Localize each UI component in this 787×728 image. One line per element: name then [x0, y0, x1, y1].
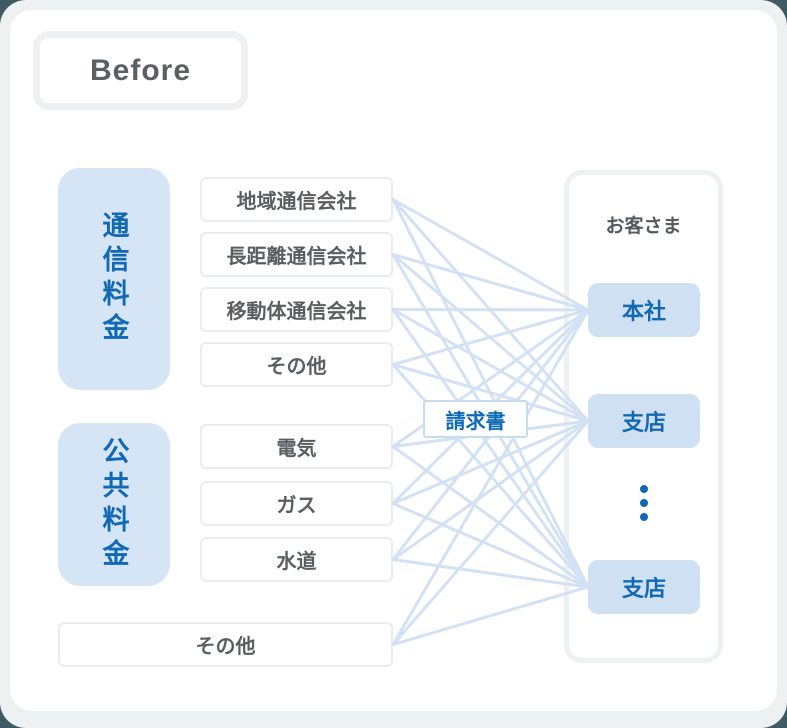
- customer-node-branch-2: 支店: [588, 560, 700, 614]
- provider-label: ガス: [276, 495, 317, 517]
- customer-node-label: 本社: [621, 299, 666, 324]
- dot-icon: [640, 485, 648, 493]
- before-badge-label: Before: [89, 53, 192, 87]
- provider-label: その他: [266, 356, 327, 378]
- customer-panel-title: お客さま: [605, 216, 682, 237]
- category-telecom-label: 通信料金: [98, 211, 129, 347]
- provider-box-regional-telecom: 地域通信会社: [200, 177, 393, 222]
- invoice-badge-label: 請求書: [445, 410, 506, 433]
- provider-box-gas: ガス: [200, 481, 393, 526]
- provider-label: 移動体通信会社: [226, 301, 367, 323]
- provider-box-mobile-telecom: 移動体通信会社: [200, 287, 393, 332]
- provider-label: 電気: [276, 438, 317, 460]
- dot-icon: [640, 499, 648, 507]
- dot-icon: [640, 513, 648, 521]
- customer-node-label: 支店: [621, 410, 666, 435]
- provider-label: 地域通信会社: [236, 191, 357, 213]
- customer-node-label: 支店: [621, 576, 666, 601]
- invoice-badge: 請求書: [423, 400, 528, 438]
- category-utility-label: 公共料金: [98, 436, 129, 573]
- provider-label: 長距離通信会社: [226, 246, 367, 268]
- provider-label: 水道: [276, 551, 317, 573]
- category-telecom: 通信料金: [58, 168, 170, 390]
- provider-box-telecom-other: その他: [200, 342, 393, 387]
- provider-box-long-distance-telecom: 長距離通信会社: [200, 232, 393, 277]
- provider-box-water: 水道: [200, 537, 393, 582]
- provider-label: その他: [195, 636, 256, 658]
- category-utility: 公共料金: [58, 423, 170, 586]
- provider-box-other: その他: [58, 622, 393, 667]
- before-badge: Before: [33, 31, 248, 110]
- customer-node-branch-1: 支店: [588, 394, 700, 448]
- ellipsis-dots: [588, 485, 700, 521]
- customer-node-head-office: 本社: [588, 283, 700, 337]
- provider-box-electricity: 電気: [200, 424, 393, 469]
